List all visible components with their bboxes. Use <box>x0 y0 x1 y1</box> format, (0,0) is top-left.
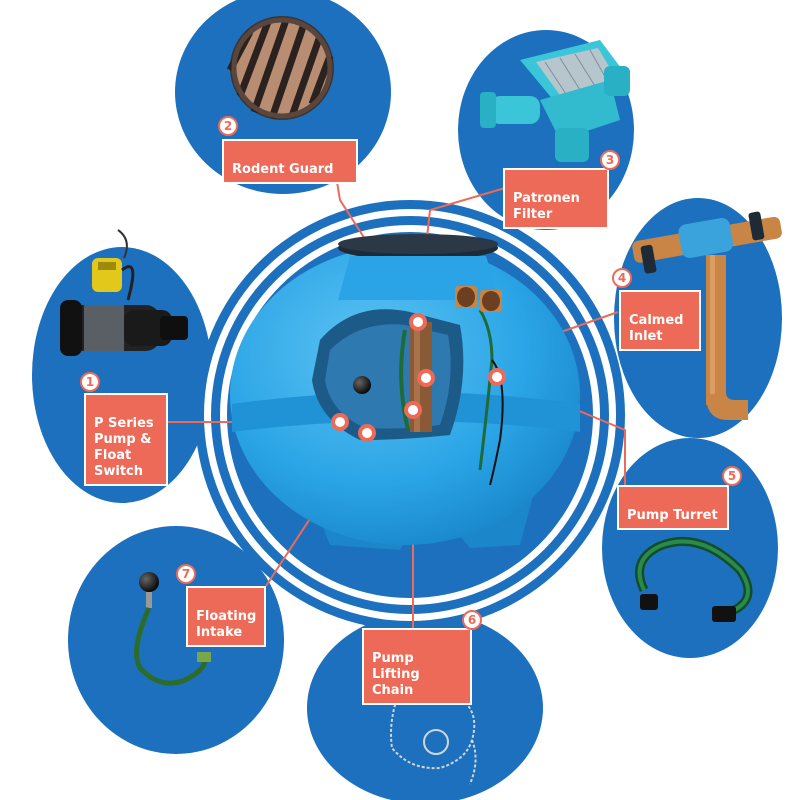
pump-turret-hose-icon <box>635 536 753 622</box>
badge-4: 4 <box>612 268 632 288</box>
badge-1: 1 <box>80 372 100 392</box>
rainwater-tank <box>230 234 580 550</box>
label-rodent-guard-text: Rodent Guard <box>232 162 334 177</box>
label-pump-lifting-chain-text: Pump Lifting Chain <box>372 651 420 698</box>
rodent-guard-grate-icon <box>226 16 334 120</box>
hotspot-7[interactable] <box>358 424 376 442</box>
label-patronen-filter-text: Patronen Filter <box>513 191 580 222</box>
badge-5: 5 <box>722 466 742 486</box>
hotspot-4[interactable] <box>417 369 435 387</box>
label-p-series-pump-text: P Series Pump & Float Switch <box>94 416 154 479</box>
hotspot-5[interactable] <box>488 368 506 386</box>
label-patronen-filter: Patronen Filter <box>503 168 609 229</box>
patronen-filter-icon <box>480 40 630 162</box>
label-calmed-inlet: Calmed Inlet <box>619 290 701 351</box>
label-pump-turret: Pump Turret <box>617 485 729 530</box>
badge-7: 7 <box>176 564 196 584</box>
badge-2: 2 <box>218 116 238 136</box>
calmed-inlet-pipe-icon <box>632 211 782 420</box>
badge-6: 6 <box>462 610 482 630</box>
hotspot-1[interactable] <box>331 413 349 431</box>
label-pump-lifting-chain: Pump Lifting Chain <box>362 628 472 705</box>
floating-intake-icon <box>134 572 211 686</box>
hotspot-6[interactable] <box>404 401 422 419</box>
label-p-series-pump: P Series Pump & Float Switch <box>84 393 168 486</box>
label-pump-turret-text: Pump Turret <box>627 508 718 523</box>
circle-floating-intake <box>68 526 284 754</box>
label-floating-intake-text: Floating Intake <box>196 609 257 640</box>
circle-pump-turret <box>602 438 778 658</box>
tank-hotspots <box>331 313 506 442</box>
float-ball <box>353 376 371 394</box>
hotspot-3[interactable] <box>409 313 427 331</box>
pump-float-switch-icon <box>60 229 188 356</box>
label-floating-intake: Floating Intake <box>186 586 266 647</box>
label-rodent-guard: Rodent Guard <box>222 139 358 184</box>
badge-3: 3 <box>600 150 620 170</box>
label-calmed-inlet-text: Calmed Inlet <box>629 313 684 344</box>
